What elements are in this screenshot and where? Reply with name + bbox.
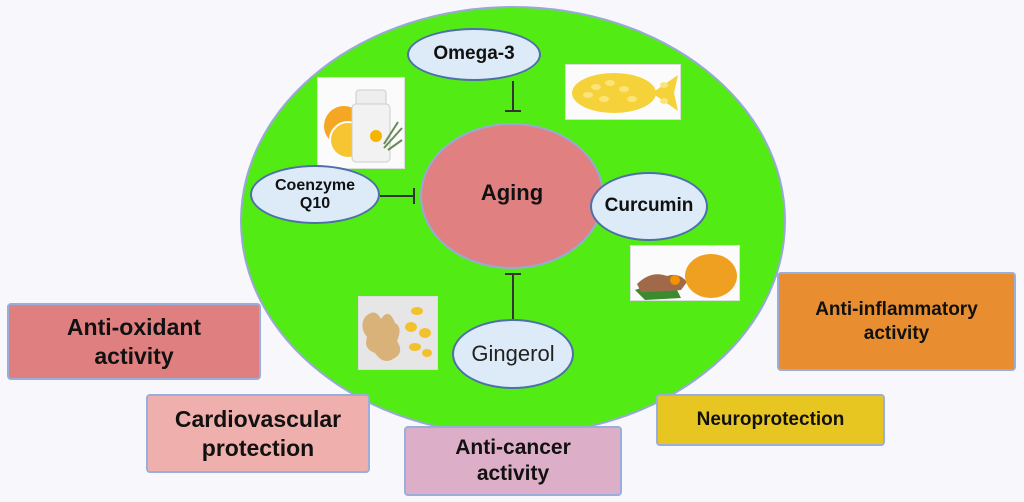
anticancer-line1: Anti-cancer [455,435,571,459]
curcumin-node: Curcumin [590,172,708,241]
omega3-inhibition-bar [505,110,521,112]
coq10-label-line1: Coenzyme [274,176,356,194]
supplement-bottle-orange-icon [317,77,405,169]
antioxidant-line1: Anti-oxidant [66,313,202,340]
antioxidant-line2: activity [94,342,174,369]
anticancer-line2: activity [476,462,550,485]
cardiovascular-protection-box: Cardiovascular protection [146,394,370,473]
coq10-node: Coenzyme Q10 [250,165,380,224]
coq10-inhibition-line [380,195,414,197]
neuroprotection-label: Neuroprotection [696,409,845,431]
turmeric-root-powder-icon [630,245,740,301]
omega3-label: Omega-3 [433,43,515,65]
antiinflammatory-activity-box: Anti-inflammatory activity [777,272,1016,371]
coq10-inhibition-bar [413,188,415,204]
antiinflammatory-line1: Anti-inflammatory [815,298,978,320]
omega3-node: Omega-3 [407,28,541,81]
ginger-root-icon [358,296,438,370]
cardio-line2: protection [201,434,315,461]
gingerol-node: Gingerol [452,319,574,389]
cardio-line1: Cardiovascular [174,405,342,432]
gingerol-label: Gingerol [471,340,555,366]
antioxidant-activity-box: Anti-oxidant activity [7,303,261,380]
aging-label: Aging [480,180,544,205]
gingerol-inhibition-line [512,274,514,320]
anticancer-activity-box: Anti-cancer activity [404,426,622,496]
antiinflammatory-line2: activity [863,322,930,344]
fish-oil-capsules-icon [565,64,681,120]
gingerol-inhibition-bar [505,273,521,275]
omega3-inhibition-line [512,81,514,111]
aging-center-node: Aging [420,123,604,269]
curcumin-label: Curcumin [604,195,694,217]
neuroprotection-box: Neuroprotection [656,394,885,446]
coq10-label-line2: Q10 [299,194,331,212]
